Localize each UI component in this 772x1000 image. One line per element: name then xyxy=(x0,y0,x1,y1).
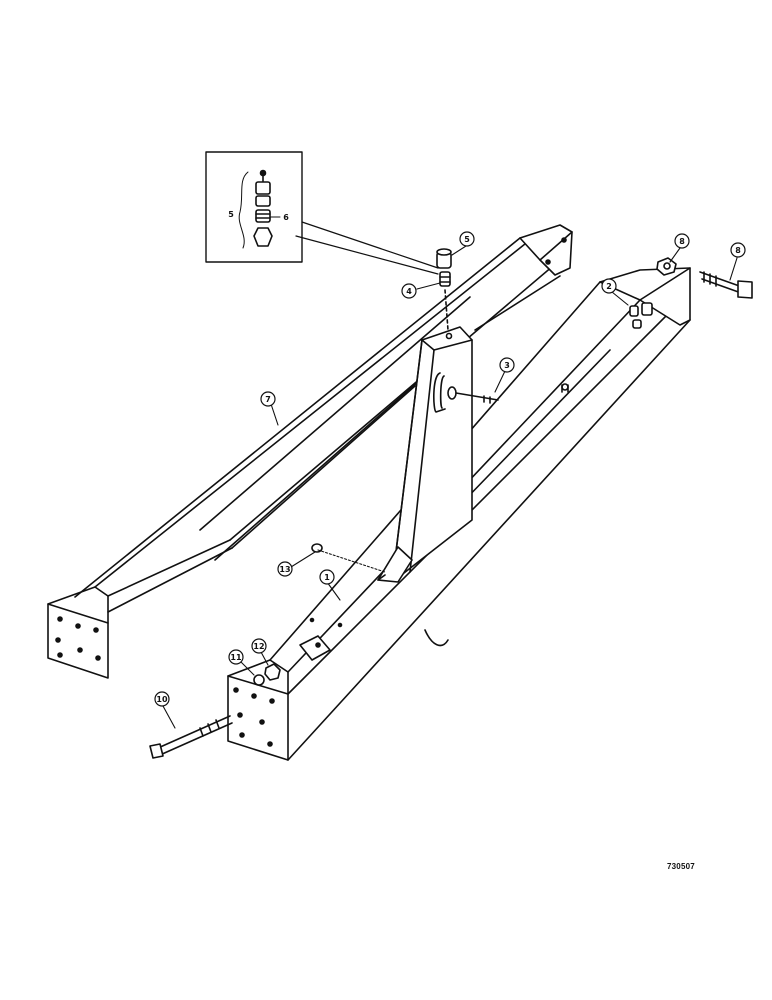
callout-11 xyxy=(228,649,244,665)
callout-8a xyxy=(674,233,690,249)
callout-7-label: 7 xyxy=(265,395,271,404)
inset-detail-box xyxy=(205,151,439,275)
right-frame-rail xyxy=(227,267,691,761)
callout-3-label: 3 xyxy=(504,361,510,370)
callout-13 xyxy=(277,561,293,577)
callout-3 xyxy=(499,357,515,373)
callout-8b-label: 8 xyxy=(735,246,741,255)
callout-5-label: 5 xyxy=(464,235,470,244)
callout-11-label: 11 xyxy=(230,653,242,662)
callout-1 xyxy=(319,569,335,585)
leader-lines xyxy=(162,245,738,729)
callout-8a-label: 8 xyxy=(679,237,685,246)
callout-12 xyxy=(251,638,267,654)
callout-10-label: 10 xyxy=(156,695,168,704)
inset-label-5: 5 xyxy=(228,210,234,219)
drawing-code: 730507 xyxy=(667,862,695,871)
callout-2-label: 2 xyxy=(606,282,612,291)
callout-5 xyxy=(459,231,475,247)
callout-12-label: 12 xyxy=(253,642,264,651)
inset-label-6: 6 xyxy=(283,213,289,222)
callout-8b xyxy=(730,242,746,258)
callout-4 xyxy=(401,283,417,299)
callout-7 xyxy=(260,391,276,407)
left-frame-rail xyxy=(47,224,573,679)
callout-4-label: 4 xyxy=(406,287,412,296)
callout-1-label: 1 xyxy=(324,573,330,582)
hardware-parts xyxy=(149,248,753,759)
callout-10 xyxy=(154,691,170,707)
callout-2 xyxy=(601,278,617,294)
callout-13-label: 13 xyxy=(279,565,290,574)
